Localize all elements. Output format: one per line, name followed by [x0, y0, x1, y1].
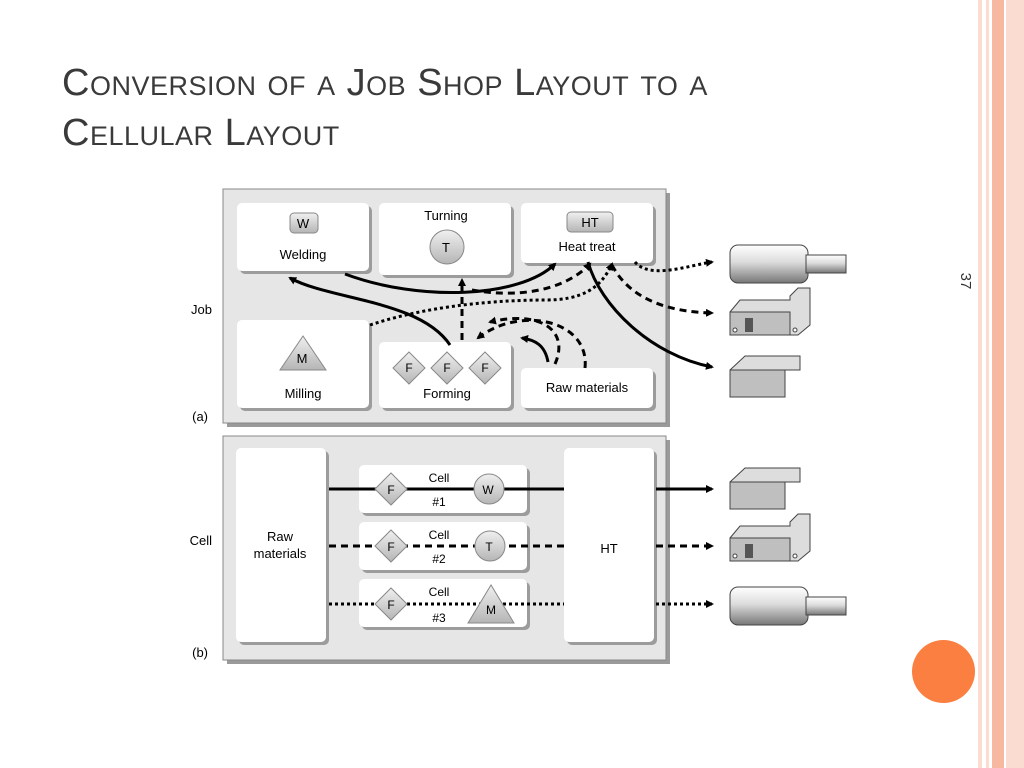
cell-3-badges: F M: [374, 584, 515, 624]
slide-title: Conversion of a Job Shop Layout to a Cel…: [62, 58, 882, 158]
decor-stripe-2: [986, 0, 989, 768]
cell-2-badges: F T: [374, 529, 506, 563]
welding-label: Welding: [280, 247, 327, 262]
ht-label: Heat treat: [558, 239, 615, 254]
ht-badge: HT: [581, 215, 598, 230]
l-block-part-icon-b: [729, 467, 801, 510]
decor-stripe-1: [978, 0, 982, 768]
cellular-raw-materials: Raw materials: [236, 448, 329, 645]
heat-treat-dept: HT Heat treat: [521, 203, 656, 266]
cell-3-m-badge: M: [486, 603, 496, 617]
milling-badge: M: [297, 351, 308, 366]
title-line-2: Cellular Layout: [62, 112, 340, 154]
job-flow-paths: [288, 258, 714, 370]
welding-dept: W Welding: [237, 203, 372, 274]
turning-badge-bg: [429, 229, 465, 265]
milling-label: Milling: [285, 386, 322, 401]
cell-2-f-badge-bg: [374, 529, 408, 563]
forming-label: Forming: [423, 386, 471, 401]
cellular-ht: HT: [564, 448, 657, 645]
l-block-part-icon: [729, 355, 801, 398]
cell-2-f-badge: F: [387, 540, 394, 554]
cell-3-number: #3: [432, 611, 446, 625]
forming-badge-2-bg: [430, 351, 464, 385]
milling-dept: M Milling: [237, 320, 372, 411]
turning-dept: Turning T: [379, 203, 514, 278]
label-a: (a): [192, 409, 208, 424]
turning-badge: T: [442, 240, 450, 255]
milling-badge-bg: [279, 335, 327, 371]
cell-3-f-badge: F: [387, 598, 394, 612]
cellular-ht-label: HT: [600, 541, 617, 556]
cell-1-number: #1: [432, 495, 446, 509]
cylinder-part-icon: [729, 244, 847, 284]
forming-badge-2: F: [443, 361, 450, 375]
cell-1-f-badge: F: [387, 483, 394, 497]
raw-materials-label: Raw materials: [546, 380, 629, 395]
forming-dept: F F F Forming: [379, 342, 514, 411]
cylinder-part-icon-b: [729, 586, 847, 626]
forming-badge-1-bg: [392, 351, 426, 385]
cell-2-number: #2: [432, 552, 446, 566]
turning-label: Turning: [424, 208, 468, 223]
slotted-block-part-icon-b: [729, 513, 811, 562]
cell-1-w-badge: W: [482, 483, 494, 497]
title-line-1: Conversion of a Job Shop Layout to a: [62, 62, 708, 104]
label-b: (b): [192, 645, 208, 660]
cell-2-t-badge: T: [485, 540, 493, 554]
cell-2-t-badge-bg: [474, 530, 506, 562]
cell-flow-lines: [329, 485, 714, 608]
cell-1-w-badge-bg: [473, 473, 505, 505]
cellular-raw-line-2: materials: [254, 546, 307, 561]
cell-1-badges: F W: [374, 472, 505, 506]
cellular-panel: Raw materials HT Cell #1 Cell #2 Cell #: [222, 435, 714, 664]
ht-badge-bg: [566, 211, 614, 233]
forming-badge-1: F: [405, 361, 412, 375]
job-shop-panel: W Welding Turning T HT Heat treat M Mill…: [222, 188, 714, 427]
decor-orange-dot: [912, 640, 975, 703]
label-cell: Cell: [190, 533, 213, 548]
welding-badge-bg: [289, 212, 319, 234]
decor-stripe-4: [1006, 0, 1024, 768]
welding-badge: W: [297, 216, 310, 231]
raw-materials-dept: Raw materials: [521, 368, 656, 411]
slotted-block-part-icon: [729, 287, 811, 336]
cell-3-f-badge-bg: [374, 587, 408, 621]
cell-1-f-badge-bg: [374, 472, 408, 506]
forming-badge-3: F: [481, 361, 488, 375]
cellular-raw-line-1: Raw: [267, 529, 294, 544]
cell-1-title: Cell: [429, 471, 450, 485]
label-job: Job: [191, 302, 212, 317]
cell-3-m-badge-bg: [467, 584, 515, 624]
forming-badge-3-bg: [468, 351, 502, 385]
decor-stripe-3: [992, 0, 1004, 768]
cell-3-title: Cell: [429, 585, 450, 599]
cell-2-title: Cell: [429, 528, 450, 542]
